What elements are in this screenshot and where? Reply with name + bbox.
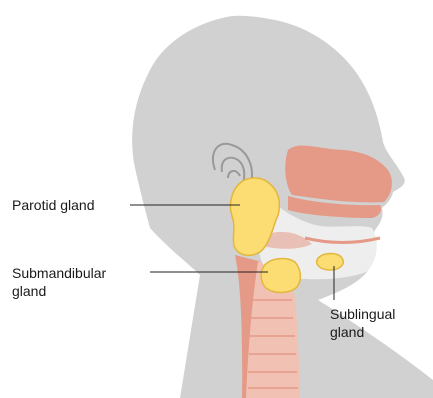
sublingual-label-line-2: gland	[330, 323, 395, 341]
parotid-gland-label: Parotid gland	[12, 196, 95, 214]
submandibular-label-line-1: Submandibular	[12, 264, 106, 282]
sublingual-label-line-1: Sublingual	[330, 305, 395, 323]
sublingual-gland-label: Sublingual gland	[330, 305, 395, 341]
submandibular-gland-label: Submandibular gland	[12, 264, 106, 300]
submandibular-label-line-2: gland	[12, 282, 106, 300]
parotid-label-line-1: Parotid gland	[12, 196, 95, 214]
submandibular-gland-icon	[261, 259, 300, 293]
sublingual-gland-icon	[317, 254, 344, 271]
